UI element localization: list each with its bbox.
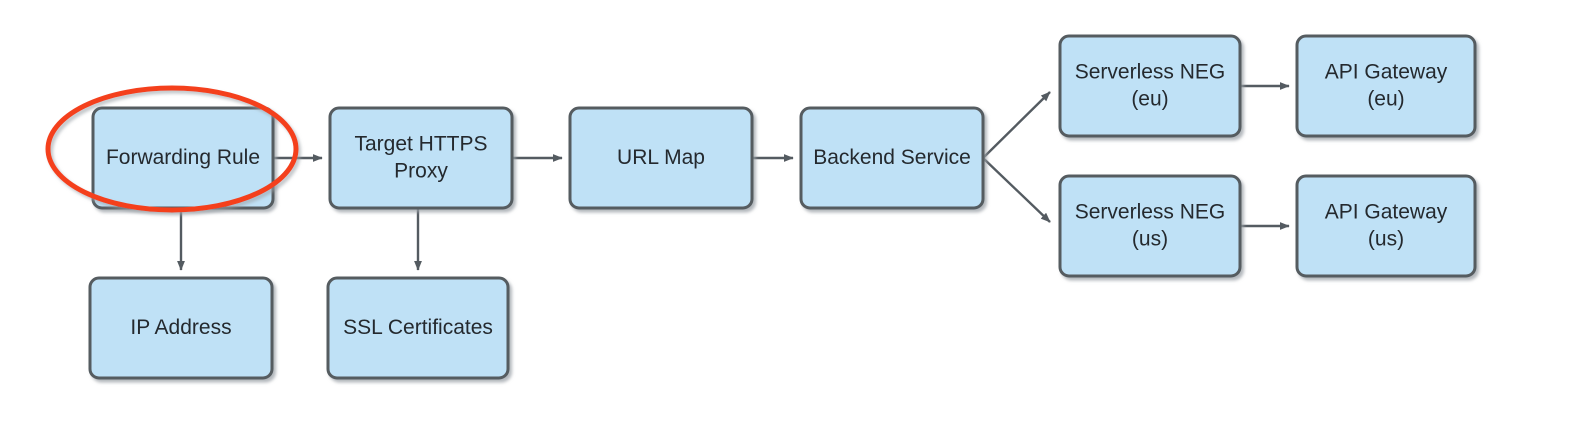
node-label-line: (eu) [1131,87,1168,110]
node-box-backend-service[interactable] [799,106,985,210]
node-api-gateway-us[interactable]: API Gateway (us) [1295,174,1477,278]
nodes-layer: Forwarding Rule Target HTTPS Proxy URL Map B… [88,34,1477,380]
annotations-layer [45,85,299,213]
node-label-api-gateway-us: API Gateway (us) [1325,200,1448,250]
node-url-map[interactable]: URL Map [568,106,754,210]
node-ssl-certificates[interactable]: SSL Certificates [326,276,510,380]
node-label-line: API Gateway [1325,200,1448,223]
node-label-line: Proxy [394,159,448,182]
node-label-line: API Gateway [1325,60,1448,83]
node-box-url-map[interactable] [568,106,754,210]
edge-backend-service-to-serverless-neg-eu [982,91,1051,159]
node-api-gateway-eu[interactable]: API Gateway (eu) [1295,34,1477,138]
node-box-api-gateway-us[interactable] [1295,174,1477,278]
node-label-line: (us) [1368,227,1404,250]
node-label-line: (us) [1132,227,1168,250]
node-forwarding-rule[interactable]: Forwarding Rule [91,106,275,210]
annotation-highlight-forwarding-rule [45,85,299,213]
edge-backend-service-to-serverless-neg-us [982,157,1051,223]
edges-layer [177,82,1290,271]
frame-right-edge [1578,0,1586,421]
node-serverless-neg-eu[interactable]: Serverless NEG (eu) [1058,34,1242,138]
node-label-line: IP Address [130,316,231,339]
node-label-line: URL Map [617,146,705,169]
node-label-backend-service: Backend Service [813,146,971,169]
node-box-ip-address[interactable] [88,276,274,380]
node-backend-service[interactable]: Backend Service [799,106,985,210]
node-serverless-neg-us[interactable]: Serverless NEG (us) [1058,174,1242,278]
node-label-line: Serverless NEG [1075,200,1226,223]
node-box-target-https-proxy[interactable] [328,106,514,210]
node-label-serverless-neg-eu: Serverless NEG (eu) [1075,60,1226,110]
node-label-line: Serverless NEG [1075,60,1226,83]
node-target-https-proxy[interactable]: Target HTTPS Proxy [328,106,514,210]
node-box-serverless-neg-us[interactable] [1058,174,1242,278]
node-label-target-https-proxy: Target HTTPS Proxy [354,132,487,182]
node-ip-address[interactable]: IP Address [88,276,274,380]
node-label-ip-address: IP Address [130,316,231,339]
node-label-url-map: URL Map [617,146,705,169]
node-label-line: Backend Service [813,146,971,169]
node-label-line: Target HTTPS [354,132,487,155]
node-label-ssl-certificates: SSL Certificates [343,316,493,339]
node-label-forwarding-rule: Forwarding Rule [106,146,260,169]
frame-bottom-edge [0,407,1586,421]
node-label-serverless-neg-us: Serverless NEG (us) [1075,200,1226,250]
node-label-api-gateway-eu: API Gateway (eu) [1325,60,1448,110]
node-box-ssl-certificates[interactable] [326,276,510,380]
node-box-api-gateway-eu[interactable] [1295,34,1477,138]
node-label-line: (eu) [1367,87,1404,110]
node-label-line: Forwarding Rule [106,146,260,169]
node-box-serverless-neg-eu[interactable] [1058,34,1242,138]
node-label-line: SSL Certificates [343,316,493,339]
